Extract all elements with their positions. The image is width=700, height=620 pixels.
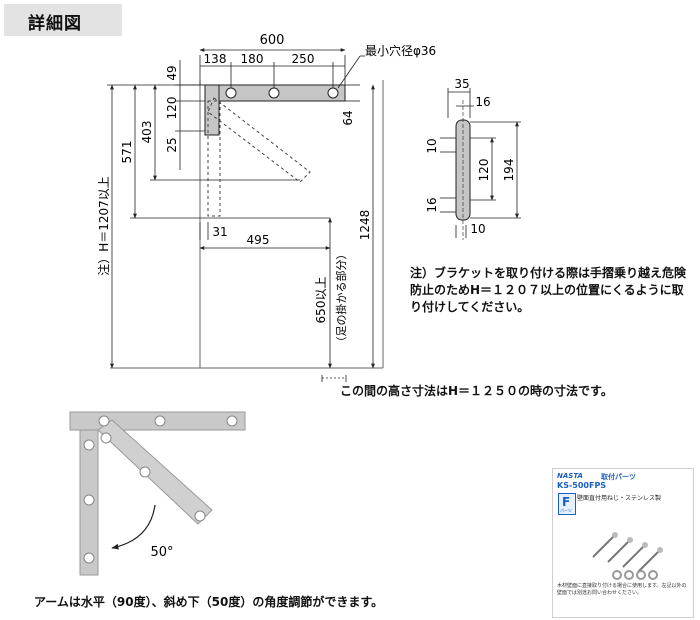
dim-495: 495 xyxy=(247,233,270,247)
dim-1248: 1248 xyxy=(358,210,372,241)
bracket-photo: 50° xyxy=(69,411,246,576)
side-dim-10a: 10 xyxy=(425,138,439,153)
dim-120: 120 xyxy=(165,97,179,120)
dim-650: 650以上 xyxy=(314,277,328,324)
vertical-arm-dashed xyxy=(207,100,221,217)
diagonal-arm-dashed xyxy=(207,97,311,183)
screws-icon xyxy=(592,532,663,580)
side-dim-10b: 10 xyxy=(470,222,485,236)
side-dim-194: 194 xyxy=(502,159,516,182)
caution-note: 注）ブラケットを取り付ける際は手摺乗り越え危険防止のためH＝１２０７以上の位置に… xyxy=(410,266,687,314)
side-dim-35: 35 xyxy=(454,77,469,91)
height-note: この間の高さ寸法はH＝１２５０の時の寸法です。 xyxy=(340,384,613,398)
dim-600: 600 xyxy=(260,33,285,48)
dim-31: 31 xyxy=(212,225,227,239)
dim-138: 138 xyxy=(204,52,227,66)
vertical-arm xyxy=(204,84,220,136)
dim-403: 403 xyxy=(140,121,154,144)
page-title: 詳細図 xyxy=(28,14,82,34)
parts-package-image: NASTA 取付パーツ KS-500FPS F パーツ 壁面直付用ねじ・ステンレ… xyxy=(552,468,694,618)
dim-25: 25 xyxy=(165,137,179,152)
dim-650-sub: （足の掛かる部分） xyxy=(334,249,348,348)
package-brand: NASTA xyxy=(557,472,583,480)
package-parts-label: 取付パーツ xyxy=(601,473,636,481)
arm-hole xyxy=(327,87,339,99)
dim-571: 571 xyxy=(120,141,134,164)
arm-angle-note: アームは水平（90度）、斜め下（50度）の角度調節ができます。 xyxy=(34,595,384,609)
package-badge: F パーツ xyxy=(558,493,576,515)
hole-leader xyxy=(337,55,361,89)
side-dim-120: 120 xyxy=(477,159,491,182)
package-badge-letter: F xyxy=(562,495,571,509)
angle-label: 50° xyxy=(150,545,173,560)
h-note-label: 注）H＝1207以上 xyxy=(96,176,111,276)
arm-hole xyxy=(225,87,237,99)
min-hole-label: 最小穴径φ36 xyxy=(365,43,436,58)
side-dim-16a: 16 xyxy=(475,95,490,109)
dim-64: 64 xyxy=(341,110,355,125)
arm-hole xyxy=(268,87,280,99)
package-fine-print: 木材壁面に直接取り付ける場合に使用します。左記以外の壁面では別途お問い合わせくだ… xyxy=(557,583,687,596)
dim-180: 180 xyxy=(241,52,264,66)
package-code: KS-500FPS xyxy=(557,481,607,490)
package-badge-sub: パーツ xyxy=(560,508,572,513)
side-dim-16b: 16 xyxy=(425,197,439,212)
header-box: 詳細図 xyxy=(4,4,122,36)
rotation-arrow xyxy=(111,504,156,550)
dim-49: 49 xyxy=(165,65,179,80)
package-description: 壁面直付用ねじ・ステンレス製 xyxy=(577,495,662,502)
dim-250: 250 xyxy=(292,52,315,66)
